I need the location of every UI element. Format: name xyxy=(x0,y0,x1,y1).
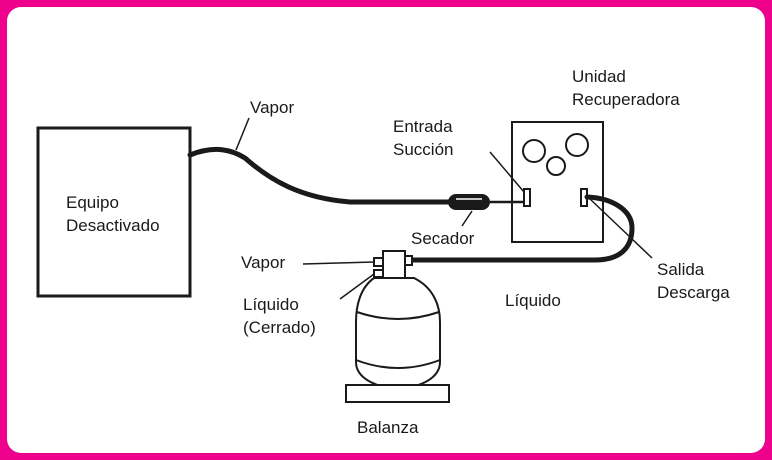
vapor-hose xyxy=(187,146,455,205)
liquid-valve-label-line1: Líquido xyxy=(243,295,299,314)
equipment-label-line1: Equipo xyxy=(66,193,119,212)
discharge-outlet-leader xyxy=(589,198,653,259)
vapor-valve-label: Vapor xyxy=(241,253,285,272)
cylinder-top-seam xyxy=(356,311,440,320)
liquid-valve-leader xyxy=(339,273,375,300)
liquid-hose xyxy=(409,194,635,263)
scale-label: Balanza xyxy=(357,418,419,437)
vapor-valve-port xyxy=(373,257,384,267)
vapor-hose-leader xyxy=(235,117,250,151)
dryer-label: Secador xyxy=(411,229,475,248)
suction-inlet-port xyxy=(523,188,531,207)
recovery-unit-gauge-center xyxy=(546,156,566,176)
recovery-unit-gauge-right xyxy=(565,133,589,157)
equipment-label-line2: Desactivado xyxy=(66,216,160,235)
recovery-unit-gauge-left xyxy=(522,139,546,163)
discharge-outlet-label-line1: Salida xyxy=(657,260,705,279)
recovery-diagram: Equipo Desactivado Vapor Secador Unidad … xyxy=(36,67,730,437)
discharge-outlet-label-line2: Descarga xyxy=(657,283,730,302)
recovery-cylinder xyxy=(355,277,441,390)
liquid-hose-label: Líquido xyxy=(505,291,561,310)
dryer xyxy=(448,194,490,210)
disabled-equipment-box xyxy=(36,126,192,298)
cylinder-valve-outlet xyxy=(404,255,413,266)
suction-inlet-label-line1: Entrada xyxy=(393,117,453,136)
suction-inlet-leader xyxy=(489,151,525,193)
suction-inlet-label-line2: Succión xyxy=(393,140,453,159)
recovery-unit-box xyxy=(511,121,604,243)
scale-base xyxy=(345,384,450,403)
diagram-panel: Equipo Desactivado Vapor Secador Unidad … xyxy=(7,7,765,453)
vapor-valve-leader xyxy=(302,261,375,265)
dryer-leader xyxy=(461,210,473,227)
vapor-hose-label: Vapor xyxy=(250,98,294,117)
cylinder-valve-body xyxy=(382,250,406,279)
liquid-valve-port xyxy=(373,269,384,278)
recovery-unit-label-line2: Recuperadora xyxy=(572,90,680,109)
liquid-valve-label-line2: (Cerrado) xyxy=(243,318,316,337)
cylinder-bottom-seam xyxy=(355,359,441,369)
recovery-unit-label-line1: Unidad xyxy=(572,67,626,86)
